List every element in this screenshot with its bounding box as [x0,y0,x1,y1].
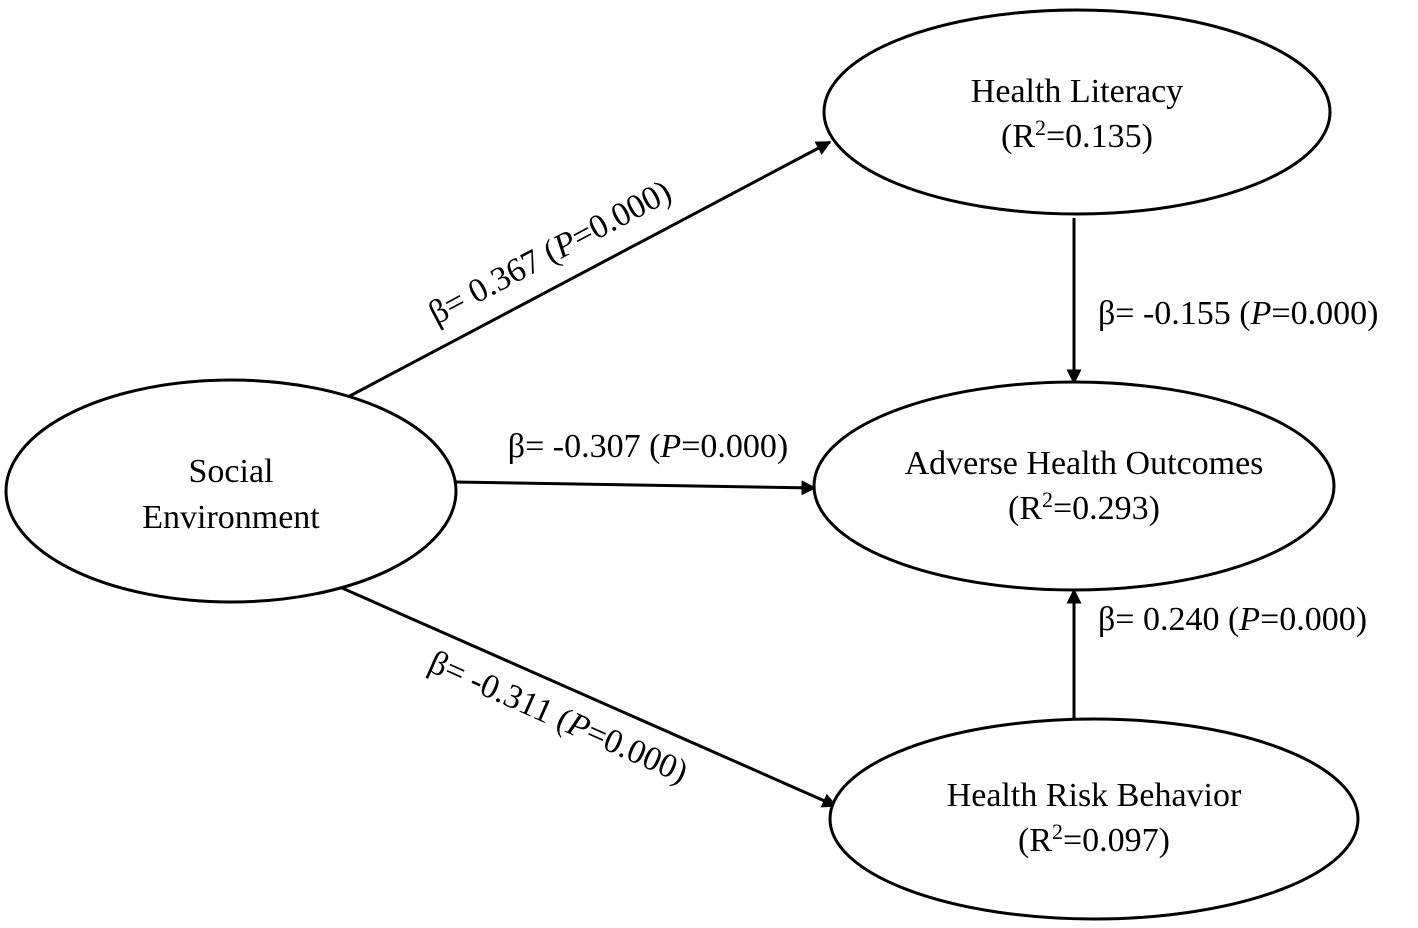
edge-label-se-to-hl-value: =0.000) [566,173,678,256]
node-health-risk-behavior [828,717,1360,921]
edge-label-hrb-to-aho-p: P [1238,601,1260,638]
adverse-health-outcomes-r2-prefix: (R [1008,490,1042,527]
edge-label-se-to-hrb: β= -0.311 (P=0.000) [423,644,693,791]
health-literacy-r2: (R2=0.135) [1001,115,1153,156]
health-risk-behavior-r2-prefix: (R [1018,822,1052,859]
edge-label-se-to-aho-p: P [659,428,681,465]
edge-label-se-to-aho-beta: β= -0.307 ( [508,428,661,465]
health-risk-behavior-r2-sup: 2 [1052,819,1063,844]
adverse-health-outcomes-r2-sup: 2 [1042,487,1053,512]
adverse-health-outcomes-r2: (R2=0.293) [1008,487,1160,528]
edge-label-hrb-to-aho-value: =0.000) [1260,601,1367,638]
adverse-health-outcomes-r2-value: =0.293) [1053,490,1160,527]
edge-se-to-hrb [341,586,838,808]
adverse-health-outcomes-label: Adverse Health Outcomes [905,445,1264,482]
node-social-environment [4,378,458,604]
health-literacy-r2-sup: 2 [1035,115,1046,140]
edge-label-se-to-hl-beta: β= 0.367 ( [423,233,565,332]
node-adverse-health-outcomes [812,380,1336,592]
social-environment-label-line2: Environment [142,499,320,536]
edge-label-hl-to-aho-value: =0.000) [1271,295,1378,332]
edge-label-se-to-aho: β= -0.307 (P=0.000) [508,428,788,465]
edge-label-hrb-to-aho: β= 0.240 (P=0.000) [1098,601,1367,638]
edge-label-hl-to-aho-p: P [1250,295,1272,332]
edge-label-hl-to-aho-beta: β= -0.155 ( [1098,295,1251,332]
node-health-literacy [822,8,1332,216]
health-risk-behavior-label: Health Risk Behavior [947,777,1242,814]
health-literacy-r2-prefix: (R [1001,118,1035,155]
edge-label-se-to-hrb-value: =0.000) [581,714,694,791]
edge-label-hl-to-aho: β= -0.155 (P=0.000) [1098,295,1378,332]
edge-label-se-to-aho-value: =0.000) [681,428,788,465]
health-literacy-r2-value: =0.135) [1046,118,1153,155]
edge-label-hrb-to-aho-beta: β= 0.240 ( [1098,601,1239,638]
health-literacy-label: Health Literacy [971,73,1183,110]
health-risk-behavior-r2: (R2=0.097) [1018,819,1170,860]
edge-se-to-aho [454,480,817,496]
health-risk-behavior-r2-value: =0.097) [1063,822,1170,859]
social-environment-label-line1: Social [189,453,274,490]
edge-label-se-to-hl: β= 0.367 (P=0.000) [423,173,678,332]
edge-se-to-hl [345,140,832,400]
